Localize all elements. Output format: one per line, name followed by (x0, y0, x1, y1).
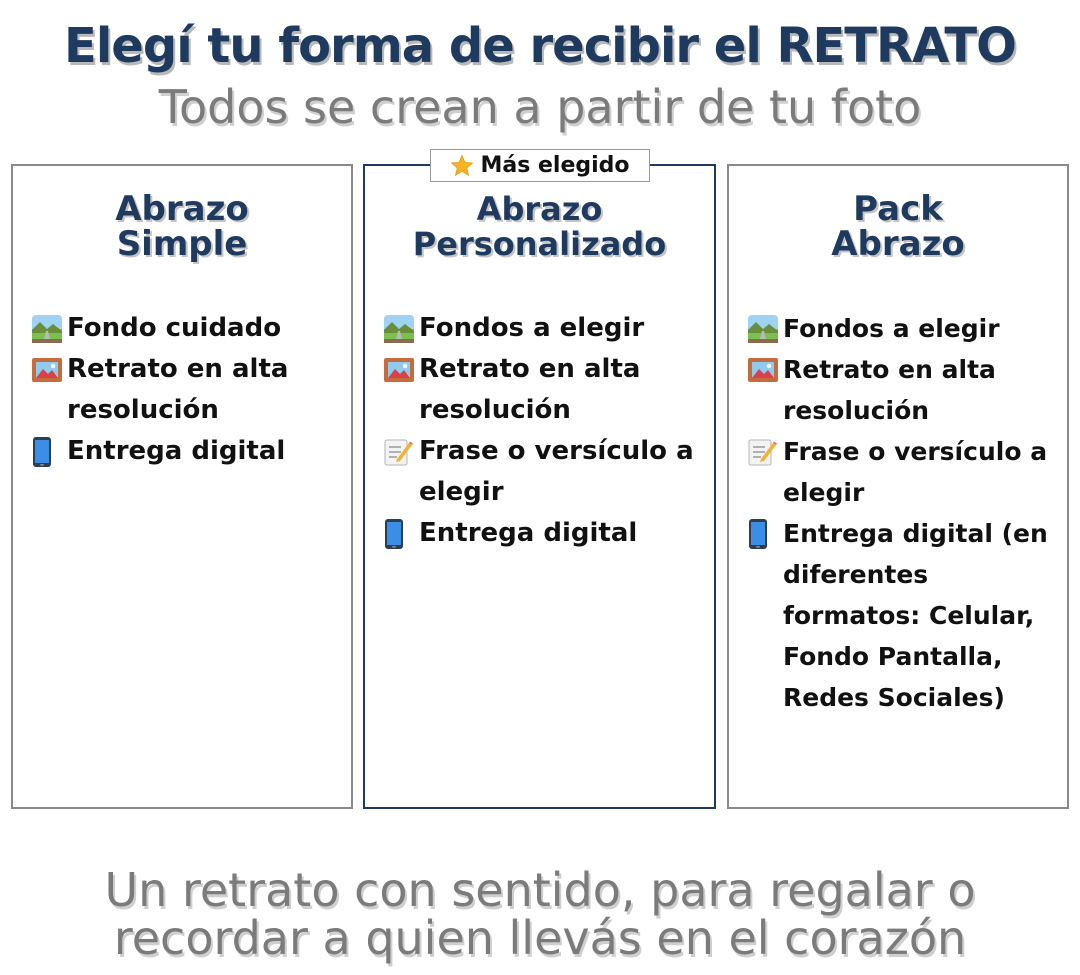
page-title: Elegí tu forma de recibir el RETRATO (64, 18, 1017, 74)
feature-item: Entrega digital (en diferentes formatos:… (747, 513, 1061, 718)
feature-text: Fondos a elegir (419, 313, 645, 343)
feature-text: Fondos a elegir (783, 314, 1000, 343)
feature-item: Retrato en alta resolución (747, 349, 1061, 431)
page-subtitle: Todos se crean a partir de tu foto (158, 80, 922, 134)
feature-text: Entrega digital (419, 518, 638, 548)
plan-title: Abrazo Simple (13, 192, 351, 262)
feature-item: Retrato en alta resolución (383, 349, 708, 431)
footer-tagline: Un retrato con sentido, para regalar o r… (0, 866, 1080, 962)
plan-title-line1: Abrazo (476, 190, 603, 228)
landscape-icon (747, 308, 783, 349)
memo-icon (383, 431, 419, 472)
footer-line2: recordar a quien llevás en el corazón (113, 911, 967, 965)
feature-item: Fondo cuidado (31, 308, 345, 349)
feature-text: Entrega digital (en diferentes formatos:… (783, 519, 1048, 712)
memo-icon (747, 431, 783, 472)
framed-picture-icon (747, 349, 783, 390)
plan-title: Pack Abrazo (729, 192, 1067, 262)
badge-label: Más elegido (480, 153, 630, 178)
most-chosen-badge: Más elegido (430, 149, 650, 182)
footer-line1: Un retrato con sentido, para regalar o (104, 863, 976, 917)
star-icon (450, 153, 474, 178)
plan-title-line2: Abrazo (831, 224, 965, 264)
plan-title: Abrazo Personalizado (365, 192, 714, 262)
framed-picture-icon (383, 349, 419, 390)
feature-text: Frase o versículo a elegir (419, 436, 694, 507)
feature-item: Entrega digital (383, 513, 708, 554)
feature-item: Retrato en alta resolución (31, 349, 345, 431)
feature-item: Entrega digital (31, 431, 345, 472)
feature-text: Fondo cuidado (67, 313, 282, 343)
plan-title-line2: Personalizado (412, 225, 667, 263)
feature-text: Entrega digital (67, 436, 286, 466)
feature-text: Retrato en alta resolución (783, 355, 996, 425)
feature-text: Frase o versículo a elegir (783, 437, 1048, 507)
plan-card-abrazo-simple[interactable]: Abrazo Simple Fondo cuidado Retrato en a… (11, 164, 353, 809)
plan-title-line2: Simple (116, 224, 248, 264)
mobile-phone-icon (383, 513, 419, 554)
feature-text: Retrato en alta resolución (419, 354, 641, 425)
feature-item: Frase o versículo a elegir (747, 431, 1061, 513)
plan-title-line1: Abrazo (115, 189, 249, 229)
feature-item: Frase o versículo a elegir (383, 431, 708, 513)
feature-list: Fondos a elegir Retrato en alta resoluci… (747, 308, 1061, 718)
feature-text: Retrato en alta resolución (67, 354, 289, 425)
mobile-phone-icon (747, 513, 783, 554)
plan-title-line1: Pack (853, 189, 943, 229)
landscape-icon (31, 308, 67, 349)
mobile-phone-icon (31, 431, 67, 472)
landscape-icon (383, 308, 419, 349)
feature-list: Fondo cuidado Retrato en alta resolución… (31, 308, 345, 472)
framed-picture-icon (31, 349, 67, 390)
plan-card-pack-abrazo[interactable]: Pack Abrazo Fondos a elegir Retrato en a… (727, 164, 1069, 809)
feature-item: Fondos a elegir (383, 308, 708, 349)
feature-list: Fondos a elegir Retrato en alta resoluci… (383, 308, 708, 554)
feature-item: Fondos a elegir (747, 308, 1061, 349)
plan-card-abrazo-personalizado[interactable]: Abrazo Personalizado Fondos a elegir Ret… (363, 164, 716, 809)
